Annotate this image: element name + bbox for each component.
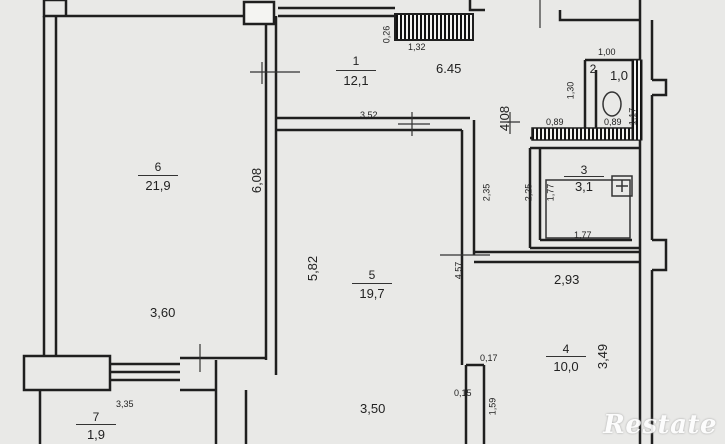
dim-177-horiz: 1,77 — [574, 230, 592, 240]
wall-wc — [583, 58, 640, 132]
door-mark-2 — [398, 112, 430, 136]
dim-349: 3,49 — [595, 343, 611, 370]
room-1-number: 1 — [352, 54, 360, 68]
wall-5-4 — [460, 120, 476, 365]
wall-6-bottom-right — [180, 356, 266, 444]
dim-608: 6,08 — [249, 167, 265, 194]
dim-089-right: 0,89 — [604, 117, 622, 127]
dim-293: 2,93 — [554, 272, 580, 287]
dim-457: 4,57 — [453, 261, 464, 280]
watermark-logo: Restate — [603, 410, 717, 440]
room-3-number: 3 — [580, 163, 588, 177]
wall-5-4-lower — [464, 363, 486, 444]
wall-top-right-corner — [468, 0, 642, 22]
room-6-number: 6 — [154, 160, 162, 174]
room-5-number: 5 — [368, 268, 376, 282]
room-4-number: 4 — [562, 342, 570, 356]
dim-130: 1,30 — [565, 81, 576, 100]
bathtub — [545, 179, 631, 239]
dim-100: 1,00 — [598, 47, 616, 57]
room-1-area: 12,1 — [336, 70, 376, 88]
dim-132: 1,32 — [408, 42, 426, 52]
wall-6-5 — [264, 108, 278, 375]
window-balcony — [110, 362, 180, 382]
wall-top — [42, 0, 270, 18]
room-7-number: 7 — [92, 410, 100, 424]
sink-cross — [616, 180, 628, 192]
door-mark-3 — [500, 112, 520, 134]
room-2-area: 1,0 — [609, 68, 629, 83]
hatch-column — [242, 0, 276, 26]
wall-hall-5 — [276, 116, 470, 132]
wall-6-bottom — [22, 354, 112, 392]
door-mark-1 — [250, 62, 300, 84]
dim-089-left: 0,89 — [546, 117, 564, 127]
hatch-vent — [394, 13, 474, 41]
wall-left — [42, 16, 58, 355]
dim-360: 3,60 — [150, 305, 176, 320]
room-2-number: 2 — [589, 62, 597, 76]
room-6-area: 21,9 — [138, 175, 178, 193]
room-5-area: 19,7 — [352, 283, 392, 301]
wall-top-right — [278, 6, 395, 18]
dim-582: 5,82 — [305, 255, 321, 282]
dim-177-vert: 1,77 — [545, 183, 556, 202]
wall-right — [638, 20, 654, 444]
dim-026: 0,26 — [381, 25, 392, 44]
toilet — [602, 91, 622, 117]
dim-159: 1,59 — [487, 397, 498, 416]
wall-right-notch — [652, 78, 668, 272]
dim-645: 6.45 — [436, 61, 462, 76]
dim-117: 1,17 — [627, 107, 638, 126]
dim-408: 4.08 — [497, 105, 513, 132]
dim-235: 2,35 — [481, 183, 492, 202]
dim-352: 3,52 — [360, 110, 378, 120]
dim-015: 0,15 — [454, 388, 472, 398]
dim-225: 2,25 — [523, 183, 534, 202]
dim-350: 3,50 — [360, 401, 386, 416]
wall-4-top — [474, 250, 640, 264]
hatch-wc-right — [631, 59, 643, 141]
dim-017: 0,17 — [480, 353, 498, 363]
room-4-area: 10,0 — [546, 356, 586, 374]
wall-6-top-right — [264, 16, 278, 118]
hatch-bath-top — [531, 127, 641, 141]
room-7-area: 1,9 — [76, 424, 116, 442]
dim-335: 3,35 — [116, 399, 134, 409]
sink — [611, 175, 633, 197]
room-3-area: 3,1 — [564, 176, 604, 194]
